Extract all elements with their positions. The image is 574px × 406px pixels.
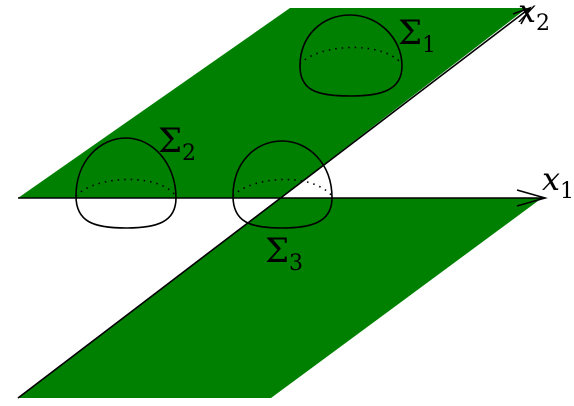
x2-axis <box>17 7 531 399</box>
sigma-2-hidden-edge <box>75 178 177 197</box>
x1-axis-arrowhead <box>516 189 548 207</box>
upper-half-plane <box>18 8 527 198</box>
x2-axis-arrowhead <box>512 6 532 25</box>
lower-half-plane <box>18 198 542 398</box>
sigma-3-surface <box>232 140 333 229</box>
x1-axis-label: x1 <box>542 160 574 204</box>
sigma-1-label: Σ1 <box>398 13 436 58</box>
sigma-2-surface <box>75 137 177 229</box>
sigma-2-label: Σ2 <box>158 121 196 166</box>
sigma-3-hidden-edge <box>232 178 333 197</box>
sigma-1-surface <box>299 14 403 97</box>
x2-axis-label: x2 <box>518 0 550 36</box>
sigma-3-label: Σ3 <box>265 231 303 276</box>
